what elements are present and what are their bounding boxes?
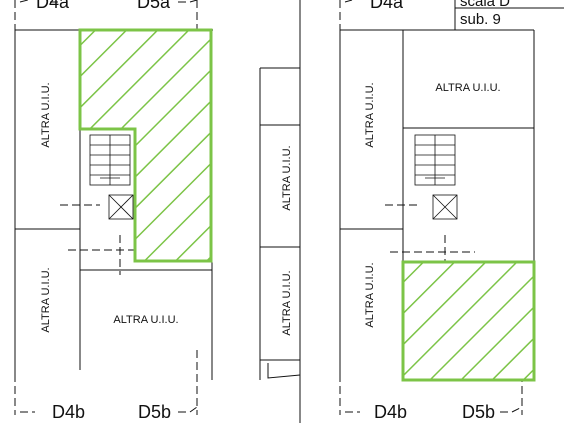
room-label: ALTRA U.I.U. [364,82,376,147]
lift-right [432,194,458,220]
room-label: ALTRA U.I.U. [435,82,500,94]
middle-strip: ALTRA U.I.U. ALTRA U.I.U. [259,0,301,423]
stair-left [89,134,131,186]
sub-label: sub. 9 [460,11,501,28]
room-label: ALTRA U.I.U. [40,82,52,147]
scala-label: scala D [460,0,510,10]
axis-label-d4a: D4a [370,0,404,12]
stair-right [414,134,456,186]
axis-label-d4b: D4b [52,402,85,422]
hatched-unit-right [401,260,536,382]
lift-left [108,194,134,220]
axis-label-d5b: D5b [138,402,171,422]
room-label: ALTRA U.I.U. [364,262,376,327]
room-label: ALTRA U.I.U. [281,270,293,335]
axis-label-d5b: D5b [462,402,495,422]
room-label: ALTRA U.I.U. [281,145,293,210]
right-plan: ALTRA U.I.U. ALTRA U.I.U. ALTRA U.I.U. D… [339,0,564,422]
axis-label-d4a: D4a [36,0,70,12]
room-label: ALTRA U.I.U. [113,314,178,326]
hatched-unit-left [78,28,213,263]
room-label: ALTRA U.I.U. [40,267,52,332]
axis-label-d4b: D4b [374,402,407,422]
axis-label-d5a: D5a [137,0,171,12]
left-plan: ALTRA U.I.U. ALTRA U.I.U. ALTRA U.I.U. D… [14,0,213,422]
